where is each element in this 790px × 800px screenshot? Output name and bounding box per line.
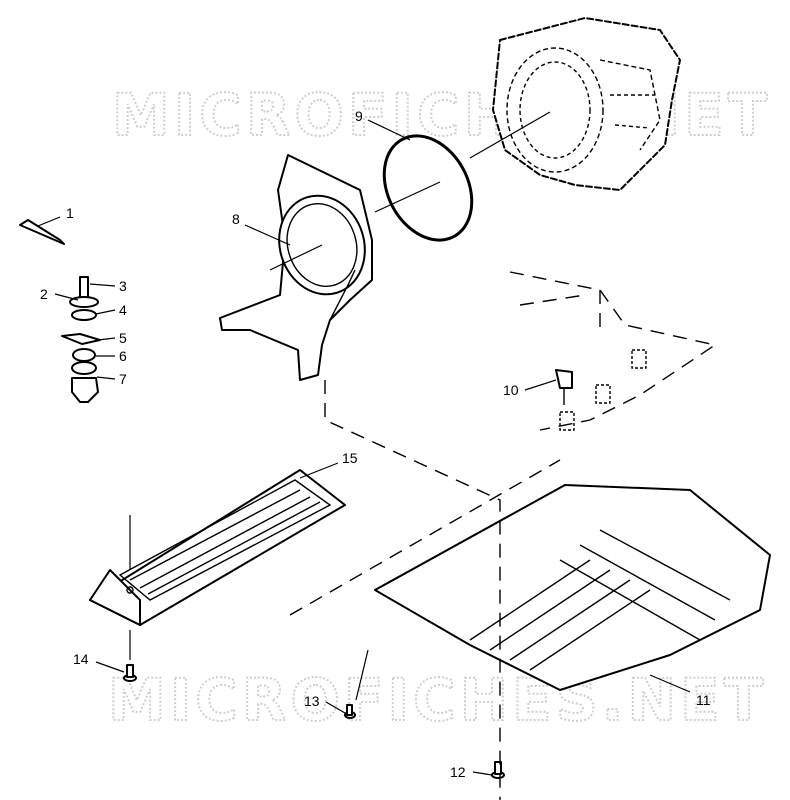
part-14-screw bbox=[123, 664, 137, 682]
callout-3: 3 bbox=[119, 278, 127, 294]
callout-5: 5 bbox=[119, 330, 127, 346]
part-11-skid-plate bbox=[374, 484, 771, 691]
callout-4: 4 bbox=[119, 302, 127, 318]
callout-14: 14 bbox=[73, 651, 89, 667]
callout-labels: 1 2 3 4 5 6 7 8 9 10 11 12 13 14 15 bbox=[40, 108, 711, 780]
callout-8: 8 bbox=[232, 211, 240, 227]
assembly-lines bbox=[129, 111, 561, 800]
callout-1: 1 bbox=[66, 205, 74, 221]
callout-12: 12 bbox=[450, 764, 466, 780]
dashed-mounting-outline bbox=[509, 271, 717, 431]
callout-2: 2 bbox=[40, 286, 48, 302]
part-1-clip bbox=[19, 219, 65, 245]
callout-9: 9 bbox=[355, 108, 363, 124]
parts-2-7-stacked-hardware bbox=[61, 276, 101, 403]
callout-7: 7 bbox=[119, 371, 127, 387]
part-12-screw bbox=[491, 761, 505, 779]
part-13-screw bbox=[344, 704, 356, 719]
part-10-connector bbox=[555, 369, 573, 405]
callout-leaders bbox=[37, 119, 691, 776]
part-8-adapter-plate bbox=[219, 154, 373, 381]
watermark-bottom: MICROFICHES.NET bbox=[108, 666, 767, 734]
callout-10: 10 bbox=[503, 382, 519, 398]
callout-15: 15 bbox=[342, 450, 358, 466]
callout-6: 6 bbox=[119, 348, 127, 364]
callout-13: 13 bbox=[304, 693, 320, 709]
part-15-runner bbox=[89, 469, 346, 626]
part-9-o-ring bbox=[382, 134, 474, 242]
engine-housing bbox=[492, 17, 681, 191]
callout-11: 11 bbox=[696, 692, 711, 708]
